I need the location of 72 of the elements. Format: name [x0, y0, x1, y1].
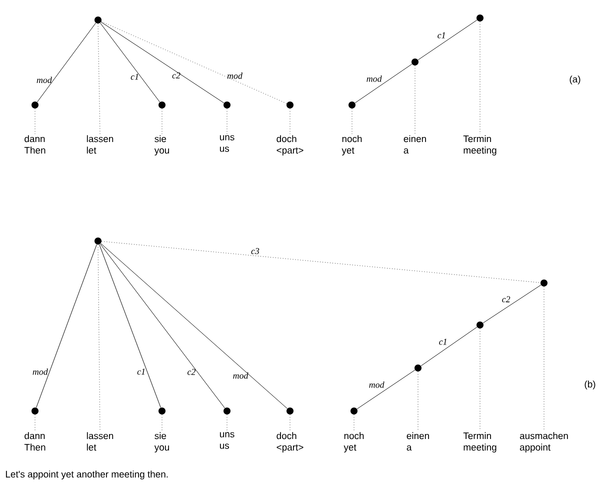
tree-dot [286, 102, 294, 108]
dependency-line [354, 64, 412, 104]
word-label: doch <part> [276, 135, 304, 156]
tree-dot [94, 238, 102, 244]
dependency-line [100, 244, 226, 408]
word-label: lassen let [86, 432, 114, 451]
dependency-line [36, 244, 97, 408]
tree-dot [32, 102, 38, 108]
tree-dot [348, 102, 356, 108]
edge-label: c2 [188, 368, 196, 375]
panel-label: (b) [584, 380, 596, 390]
word-label: uns us [220, 432, 234, 449]
dependency-line [36, 22, 96, 102]
tree-dot [286, 408, 294, 414]
tree-dot [94, 16, 102, 24]
projection-line [34, 108, 36, 134]
projection-line [226, 414, 228, 432]
dependency-line [100, 243, 288, 409]
tree-dot [476, 322, 484, 328]
edge-label: mod [227, 72, 242, 79]
edge-label: mod [32, 368, 48, 375]
dependency-line [101, 21, 287, 104]
word-label: ausmachen appoint [520, 432, 568, 452]
tree-dot [224, 408, 230, 414]
word-label: einen a [404, 135, 426, 154]
dependency-line [482, 284, 542, 324]
tree-dot [158, 102, 166, 108]
word-label: doch <part> [276, 432, 304, 452]
tree-dot [476, 14, 484, 22]
edge-label: c1 [439, 338, 446, 345]
tree-dot [540, 280, 548, 286]
edge-label: c2 [172, 72, 180, 78]
edge-label: mod [369, 382, 384, 388]
tree-dot [224, 102, 230, 108]
panel-label: (a) [570, 76, 580, 84]
dependency-line [418, 20, 478, 60]
word-label: uns us [220, 135, 234, 152]
word-label: lassen let [86, 135, 114, 154]
tree-dot [412, 58, 418, 66]
tree-dot [158, 408, 166, 414]
dependency-line [420, 326, 478, 366]
edge-label: mod [233, 372, 248, 379]
translation-text: Let's appoint yet another meeting then. [6, 470, 168, 480]
edge-label: c1 [137, 368, 145, 375]
projection-line [414, 65, 416, 134]
word-label: noch yet [342, 135, 362, 156]
tree-dot [350, 408, 358, 414]
edge-label: c1 [130, 74, 138, 80]
edge-label: mod [366, 76, 382, 82]
tree-dot [32, 408, 38, 414]
word-label: einen a [406, 432, 429, 451]
tree-dot [414, 364, 422, 372]
dependency-line [100, 22, 224, 104]
projection-line [98, 244, 100, 432]
word-label: noch yet [344, 432, 364, 452]
edge-label: c1 [438, 32, 445, 38]
edge-label: mod [36, 76, 52, 84]
dependency-line [101, 241, 541, 283]
projection-line [226, 108, 228, 134]
dependency-line [100, 22, 160, 102]
projection-line [98, 23, 100, 134]
word-label: dann Then [24, 432, 46, 451]
word-label: Termin meeting [463, 135, 496, 156]
edge-label: c2 [502, 296, 510, 302]
edge-label: c3 [251, 248, 260, 254]
dependency-line [99, 244, 161, 408]
word-label: Termin meeting [463, 432, 496, 452]
dependency-line [356, 370, 416, 410]
word-label: sie you [154, 432, 169, 452]
word-label: sie you [154, 135, 169, 156]
projection-line [34, 414, 36, 432]
word-label: dann Then [24, 135, 46, 154]
